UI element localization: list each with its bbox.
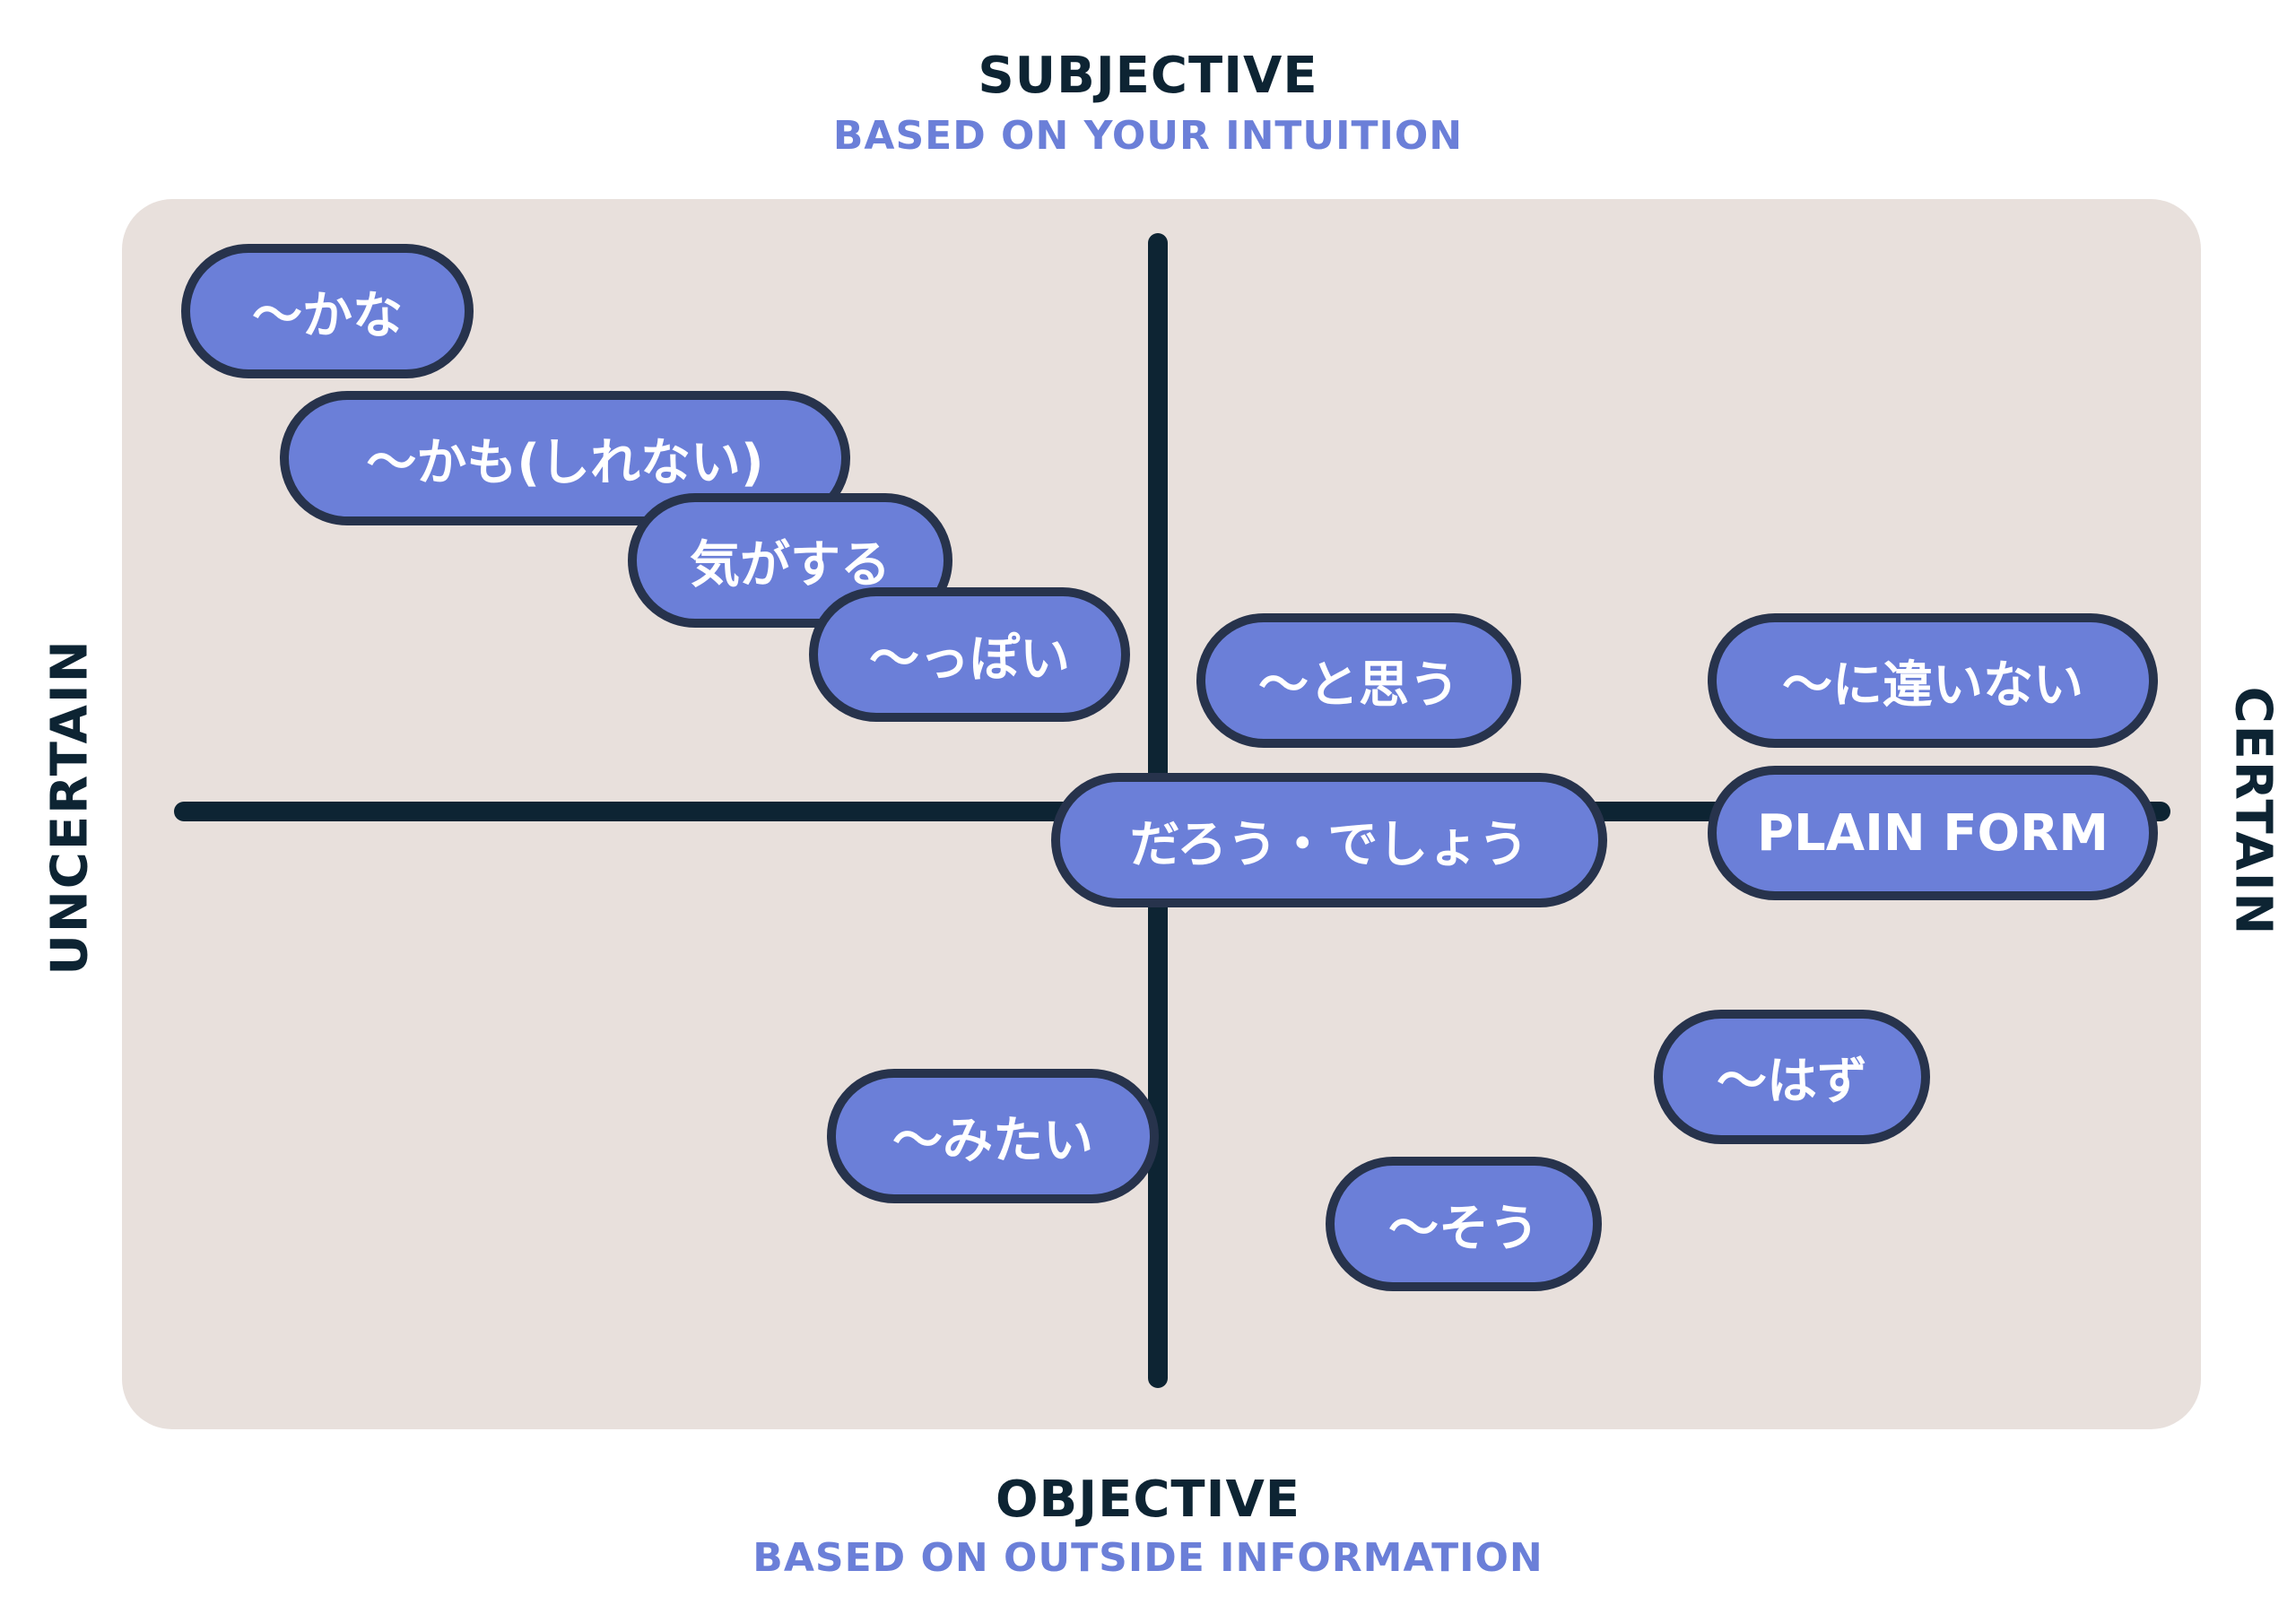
expression-kana: 〜かな (181, 244, 474, 378)
top-axis-subtitle: BASED ON YOUR INTUITION (832, 113, 1464, 159)
top-axis-title: SUBJECTIVE (978, 47, 1318, 105)
left-axis-label: UNCERTAIN (40, 638, 100, 976)
expression-hazu: 〜はず (1654, 1010, 1930, 1144)
expression-toomou: 〜と思う (1196, 613, 1521, 748)
expression-darou: だろう・でしょう (1051, 773, 1607, 907)
expression-mitai: 〜みたい (827, 1069, 1159, 1203)
expression-nichigainai: 〜に違いない (1708, 613, 2158, 748)
expression-ppoi: 〜っぽい (809, 587, 1130, 722)
bottom-axis-title: OBJECTIVE (995, 1471, 1301, 1529)
expression-sou: 〜そう (1326, 1157, 1602, 1291)
right-axis-label: CERTAIN (2223, 686, 2283, 937)
expression-plainform: PLAIN FORM (1708, 766, 2158, 900)
bottom-axis-subtitle: BASED ON OUTSIDE INFORMATION (752, 1535, 1544, 1581)
